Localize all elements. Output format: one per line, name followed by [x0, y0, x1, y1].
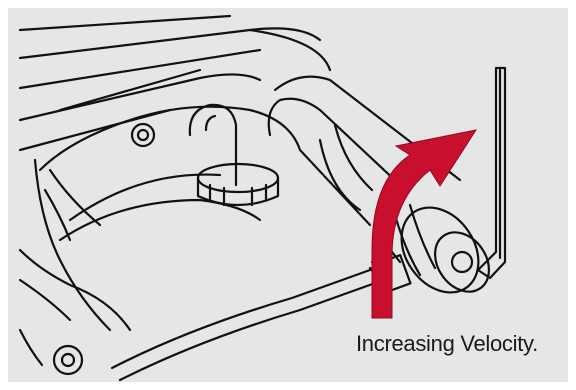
caption-label: Increasing Velocity.	[356, 333, 538, 355]
preload-knob	[190, 105, 278, 205]
adjuster-cap	[386, 193, 500, 307]
lower-leg	[20, 160, 130, 374]
crown-plate	[40, 107, 300, 240]
hex-key	[478, 68, 505, 278]
brake-line	[112, 252, 410, 380]
